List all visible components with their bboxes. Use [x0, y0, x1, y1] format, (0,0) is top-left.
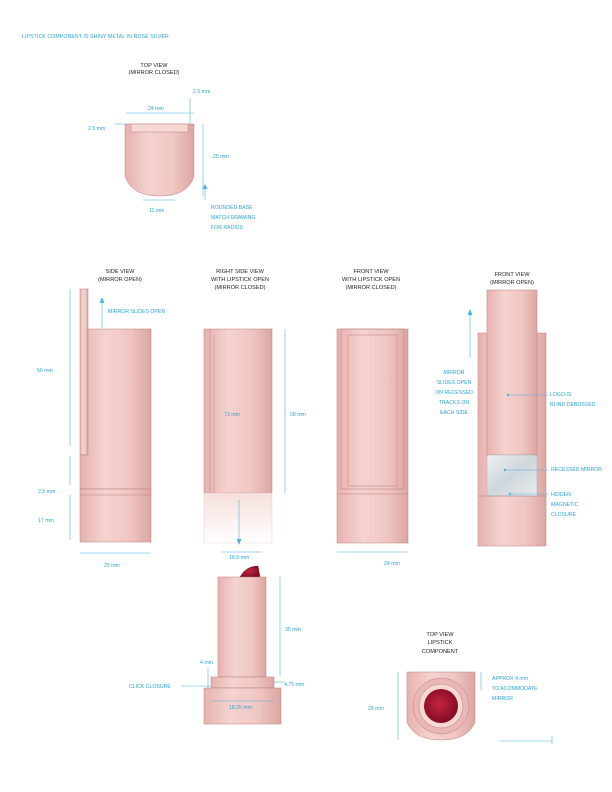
dim-mirror-height: 56 mm [37, 368, 53, 374]
arrow-head [99, 297, 105, 303]
case-right-body [203, 328, 273, 494]
top-view-mirror-closed: TOP VIEW (MIRROR CLOSED) 2.5 mm 24 mm 2.… [88, 63, 255, 231]
lipstick-component-side: 35 mm 4 mm 4.75 mm CLICK CLOSURE 18.25 m… [129, 565, 304, 725]
view-subtitle-2: COMPONENT [422, 649, 459, 655]
dim-width: 25 mm [104, 563, 120, 569]
note-approx-2: TO ACOMMODATE [492, 686, 538, 692]
view-title: FRONT VIEW [494, 272, 530, 278]
note-recessed-mirror: RECESSED MIRROR [551, 467, 602, 473]
view-subtitle: (MIRROR OPEN) [98, 277, 142, 283]
view-subtitle-2: (MIRROR CLOSED) [215, 285, 266, 291]
lipstick-base [203, 687, 282, 725]
note-logo-2: BLIND DEBOSSED [550, 402, 596, 408]
dim-body: 58 mm [290, 412, 306, 418]
lipstick-top [424, 689, 458, 723]
lipstick-base-ghost [203, 492, 273, 544]
view-subtitle: WITH LIPSTICK OPEN [342, 277, 400, 283]
view-subtitle: WITH LIPSTICK OPEN [211, 277, 269, 283]
dim-width: 24 mm [384, 561, 400, 567]
side-view-mirror-open: SIDE VIEW (MIRROR OPEN) MIRROR SLIDES OP… [37, 269, 165, 569]
mirror-outline [340, 328, 405, 490]
front-view-mirror-open: FRONT VIEW (MIRROR OPEN) MIRROR SLIDES O… [435, 272, 602, 547]
note-hidden-1: HIDDEN [551, 492, 571, 498]
dim-collar: 4 mm [200, 660, 213, 666]
top-view-lipstick-component: TOP VIEW LIPSTICK COMPONENT 25 mm APPROX… [368, 632, 553, 744]
dim-width: 24 mm [148, 106, 164, 112]
lipstick-click-collar [210, 676, 275, 689]
dim-gap: 2.5 mm [38, 489, 55, 495]
mirror-inner-outline [347, 334, 398, 487]
view-title: FRONT VIEW [353, 269, 389, 275]
arrow-head [236, 539, 242, 545]
dim-base: 11 mm [149, 208, 164, 214]
note-slides-3: ON RECESSED [435, 390, 473, 396]
dim-left-gap: 2.5 mm [88, 126, 105, 132]
case-top-outline [124, 123, 195, 197]
lipstick-bullet [239, 565, 261, 578]
mirror-slid-up [486, 289, 538, 456]
case-side-base [79, 488, 152, 543]
arrow-head [202, 184, 208, 189]
view-title: TOP VIEW [140, 63, 168, 69]
note-slides-4: TRACKS ON [439, 400, 470, 406]
note-mirror-slides: MIRROR SLIDES OPEN [108, 309, 165, 315]
view-subtitle-2: (MIRROR CLOSED) [346, 285, 397, 291]
view-subtitle: (MIRROR CLOSED) [129, 70, 180, 76]
right-side-view-lipstick-open: RIGHT SIDE VIEW WITH LIPSTICK OPEN (MIRR… [203, 269, 306, 561]
dim-top-gap: 2.5 mm [193, 89, 210, 95]
view-title: RIGHT SIDE VIEW [216, 269, 264, 275]
note-approx-3: MIRROR [492, 696, 513, 702]
note-for-radius: FOR RADIUS [211, 225, 244, 231]
view-subtitle: (MIRROR OPEN) [490, 280, 534, 286]
note-hidden-3: CLOSURE [551, 512, 577, 518]
dim-height: 35 mm [285, 627, 301, 633]
note-slides-1: MIRROR [443, 370, 464, 376]
dim-base-height: 17 mm [38, 518, 54, 524]
note-click-closure: CLICK CLOSURE [129, 684, 171, 690]
dim-height: 25 mm [368, 706, 384, 712]
arrow-head [467, 309, 473, 315]
mirror-slot [130, 123, 189, 133]
case-front-body [336, 328, 409, 544]
note-logo-1: LOGO IS [550, 392, 572, 398]
front-view-lipstick-open: FRONT VIEW WITH LIPSTICK OPEN (MIRROR CL… [336, 269, 409, 567]
recessed-mirror [486, 454, 538, 497]
view-title: SIDE VIEW [106, 269, 136, 275]
case-side-body [79, 328, 152, 490]
dim-total: 73 mm [224, 412, 240, 418]
view-subtitle: LIPSTICK [428, 640, 453, 646]
note-approx-1: APPROX 4 mm [492, 676, 528, 682]
dim-bottom: 16.5 mm [229, 555, 249, 561]
note-slides-5: EACH SIDE [440, 410, 469, 416]
dim-base-width: 18.25 mm [229, 705, 252, 711]
note-rounded-base: ROUNDED BASE [211, 205, 253, 211]
material-note: LIPSTICK COMPONENT IS SHINY METAL IN ROS… [22, 34, 169, 40]
view-title: TOP VIEW [426, 632, 454, 638]
dim-height: 25 mm [213, 154, 229, 160]
note-slides-2: SLIDES OPEN [437, 380, 472, 386]
note-match-drawing: MATCH DRAWING [211, 215, 255, 221]
mirror-panel [79, 288, 89, 456]
note-hidden-2: MAGNETIC [551, 502, 579, 508]
dim-ring: 4.75 mm [284, 682, 304, 688]
lipstick-tube [217, 576, 267, 678]
